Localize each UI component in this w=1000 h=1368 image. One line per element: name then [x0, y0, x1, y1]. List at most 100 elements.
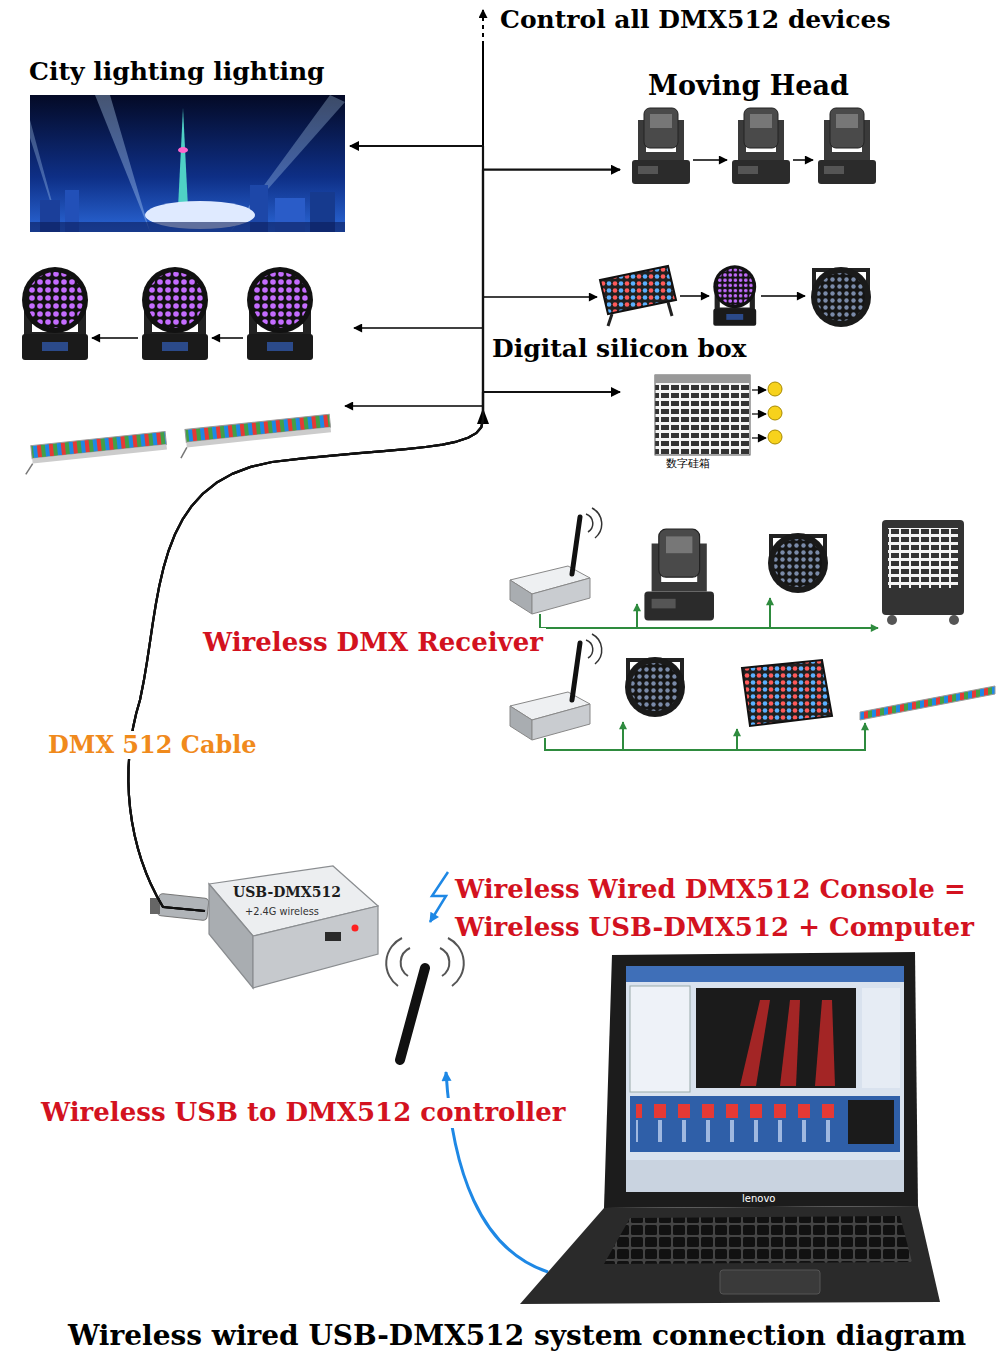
- dimmer-rack-drawing: [655, 375, 782, 455]
- laptop-drawing-part: [815, 1000, 835, 1086]
- moving-head-fixtures-part: [693, 159, 727, 161]
- housing-face: [253, 906, 378, 988]
- laptop-drawing-part: [848, 1100, 894, 1144]
- wireless-receiver-group-1-part: [540, 614, 878, 628]
- controller-box: USB-DMX512+2.4G wirelessWireless USB to …: [205, 862, 380, 1002]
- wireless-receiver-group-2-part: [625, 657, 685, 717]
- receiver-label: Wireless DMX Receiver: [200, 628, 546, 658]
- wireless-receiver-group-2: [510, 634, 995, 750]
- controller-accessories-part: [386, 938, 464, 986]
- laptop-drawing-part: [626, 1160, 904, 1192]
- laptop-drawing-part: [630, 1096, 900, 1152]
- mixed-fixture-row: [600, 265, 871, 327]
- box-caption: 数字硅箱: [666, 458, 710, 471]
- wireless-receiver-group-1-part: [882, 520, 964, 615]
- device-brand: USB-DMX512: [233, 884, 341, 900]
- usb-port: [325, 932, 341, 941]
- dmx-bus-part: [345, 405, 483, 407]
- laptop-drawing-part: [630, 986, 690, 1092]
- laptop-drawing-part: [604, 1216, 912, 1264]
- led-wash-fixtures-part: [212, 337, 243, 339]
- mixed-fixture-row-part: [600, 266, 676, 314]
- led-bar-fixtures-part: [25, 464, 34, 475]
- mixed-fixture-row-part: [608, 314, 612, 326]
- console-label: Wireless Wired DMX512 Console = Wireless…: [455, 870, 993, 946]
- wireless-receiver-group-1-part: [644, 529, 714, 620]
- wireless-receiver-group-2-part: [736, 729, 738, 750]
- moving-head-fixtures-part: [818, 108, 876, 184]
- city-lighting-photo-part: [30, 222, 345, 232]
- led-bar-fixtures-part: [180, 447, 188, 458]
- panel-heading: City lighting lighting: [29, 58, 325, 87]
- mixed-fixture-row-part: [811, 267, 871, 327]
- dimmer-rack-drawing-part: [768, 406, 782, 420]
- laptop-brand: lenovo: [742, 1193, 775, 1205]
- city-lighting-photo-part: [95, 95, 150, 232]
- status-led: [352, 925, 359, 932]
- city-lighting-photo-part: [30, 120, 60, 232]
- laptop-drawing-part: [626, 966, 904, 1192]
- laptop-drawing-part: [696, 988, 856, 1088]
- wireless-receiver-group-1-part: [510, 508, 602, 614]
- wireless-receiver-group-1: [510, 508, 964, 628]
- dmx-cable-connector: [128, 146, 483, 911]
- dimmer-rack-drawing-part: [768, 430, 782, 444]
- led-bar-fixtures: [23, 414, 332, 474]
- city-lighting-photo-part: [178, 147, 188, 153]
- dimmer-box: Digital silicon box数字硅箱: [620, 372, 805, 472]
- city-lighting-photo-part: [30, 95, 345, 232]
- dmx-bus-part: [483, 296, 597, 298]
- controller-accessories-part: [400, 968, 425, 1060]
- led-wash-fixtures-part: [142, 267, 208, 360]
- wireless-receiver-group-1-part: [768, 533, 828, 593]
- top-note: Control all DMX512 devices: [500, 6, 891, 35]
- dmx-cable-connector: [128, 170, 620, 911]
- wireless-receiver-group-1-part: [888, 528, 958, 588]
- wireless-receiver-group-1-part: [636, 604, 638, 628]
- laptop-drawing-part: [720, 1270, 820, 1294]
- wireless-receiver-group-2-part: [860, 686, 995, 720]
- dimmer-rack-drawing-part: [655, 375, 750, 383]
- mixed-fixture-row-part: [713, 265, 756, 325]
- laptop-drawing-part: [636, 1100, 836, 1144]
- wireless-receiver-group-1-part: [887, 615, 897, 625]
- group-heading: Moving Head: [648, 70, 849, 101]
- led-bar-fixtures-part: [32, 444, 167, 463]
- diagram-caption: Wireless wired USB-DMX512 system connect…: [68, 1320, 966, 1352]
- wireless-receiver-group-1-part: [769, 598, 771, 628]
- dimmer-rack-drawing-part: [752, 389, 766, 390]
- led-wash-fixtures-part: [247, 267, 313, 360]
- wireless-receiver-group-2-part: [742, 660, 832, 726]
- dimmer-rack-drawing-part: [752, 437, 766, 438]
- led-wash-fixtures-part: [22, 267, 88, 360]
- moving-head-fixtures: [632, 108, 876, 184]
- wireless-receiver-group-1-part: [949, 615, 959, 625]
- dmx-bus-part: [354, 327, 483, 329]
- city-lighting-photo: [30, 95, 345, 232]
- city-lighting-photo-part: [178, 108, 188, 208]
- device-subtitle: +2.4G wireless: [245, 906, 319, 917]
- device-label: Wireless USB to DMX512 controller: [38, 1098, 568, 1128]
- laptop-drawing-part: [862, 988, 900, 1088]
- led-bar-fixtures-part: [186, 427, 331, 447]
- led-wash-fixtures-part: [92, 337, 138, 339]
- controller-housing: [205, 862, 380, 1002]
- laptop-drawing-part: [626, 966, 904, 982]
- dimmer-rack-drawing-part: [768, 382, 782, 396]
- cable-label: DMX 512 Cable: [45, 731, 260, 759]
- led-wash-fixtures: [22, 267, 313, 360]
- photo-panel: City lighting lighting: [25, 58, 350, 234]
- wireless-receiver-group-2-part: [545, 723, 865, 750]
- dimmer-rack-drawing-part: [655, 375, 750, 455]
- dmx-bus-part: [482, 10, 484, 45]
- laptop-drawing-part: [604, 952, 918, 1208]
- moving-head-fixtures-part: [793, 159, 813, 161]
- mixed-fixture-row-part: [668, 302, 672, 316]
- wireless-receiver-group-2-part: [622, 722, 624, 750]
- box-heading: Digital silicon box: [492, 335, 747, 364]
- laptop-drawing-part: [780, 1000, 800, 1086]
- fixture-group: Moving Head: [620, 66, 898, 194]
